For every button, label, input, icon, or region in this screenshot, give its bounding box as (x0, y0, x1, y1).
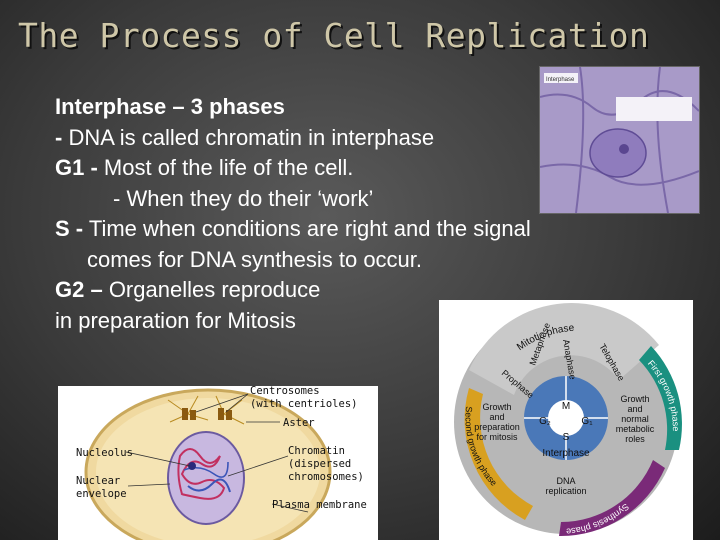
svg-text:preparation: preparation (474, 422, 520, 432)
svg-text:and: and (627, 404, 642, 414)
cycle-growth-left-1: Growth (482, 402, 511, 412)
micrograph-label: Interphase (546, 77, 575, 83)
label-nucleolus: Nucleolus (76, 447, 133, 459)
line-g1-detail: - When they do their ‘work’ (113, 185, 374, 211)
svg-text:and: and (489, 412, 504, 422)
line-interphase: Interphase – 3 phases (55, 92, 695, 123)
label-chromatin-sub1: (dispersed (288, 458, 351, 470)
label-aster: Aster (283, 417, 315, 429)
label-envelope: envelope (76, 488, 127, 500)
label-chromatin-sub2: chromosomes) (288, 471, 364, 483)
svg-text:roles: roles (625, 434, 645, 444)
slide-body: Interphase – 3 phases - DNA is called ch… (55, 92, 695, 336)
svg-text:normal: normal (621, 414, 649, 424)
line-chromatin: - DNA is called chromatin in interphase (55, 124, 435, 150)
cell-cycle-diagram: M G₂ G₁ S Interphase Mitotic phase First… (439, 300, 693, 540)
line-g1: G1 - Most of the life of the cell. (55, 155, 354, 180)
cycle-g2: G₂ (539, 416, 551, 427)
label-centrosomes: Centrosomes (250, 386, 320, 397)
label-centrosomes-sub: (with centrioles) (250, 398, 357, 410)
cycle-g1: G₁ (581, 416, 593, 427)
svg-text:replication: replication (545, 486, 586, 496)
cycle-growth-right-1: Growth (620, 394, 649, 404)
cell-diagram: Centrosomes (with centrioles) Aster Nucl… (58, 386, 378, 540)
svg-text:metabolic: metabolic (616, 424, 655, 434)
line-interphase-bold: Interphase – 3 phases (55, 94, 285, 119)
interphase-micrograph: Interphase (539, 66, 700, 214)
line-s: S - Time when conditions are right and t… (55, 216, 531, 241)
cycle-dna-replication-1: DNA (556, 476, 575, 486)
line-g2: G2 – Organelles reproduce (55, 277, 321, 302)
label-plasma-membrane: Plasma membrane (272, 499, 367, 511)
cycle-m: M (562, 401, 570, 412)
line-s-detail: comes for DNA synthesis to occur. (87, 246, 423, 272)
label-chromatin: Chromatin (288, 445, 345, 457)
slide-title: The Process of Cell Replication (18, 16, 650, 55)
label-nuclear: Nuclear (76, 475, 120, 487)
cycle-s: S (563, 432, 570, 443)
cycle-interphase: Interphase (542, 448, 590, 459)
line-g2-detail: in preparation for Mitosis (55, 307, 296, 333)
svg-text:for mitosis: for mitosis (476, 432, 518, 442)
